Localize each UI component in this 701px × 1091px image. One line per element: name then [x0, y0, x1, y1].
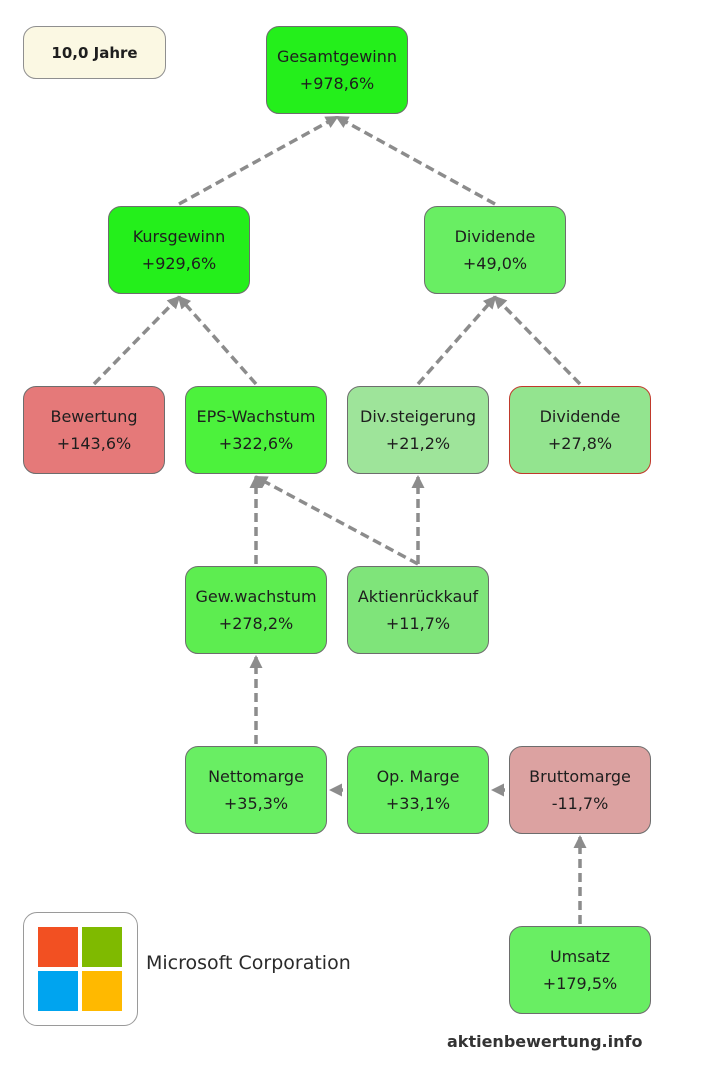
arrow-aktienrueckkauf-to-eps-wachstum — [254, 475, 419, 566]
node-value: +35,3% — [223, 794, 289, 813]
node-kursgewinn: Kursgewinn +929,6% — [108, 206, 250, 294]
node-value: +21,2% — [385, 434, 451, 453]
node-label: Nettomarge — [208, 767, 304, 786]
node-label: Kursgewinn — [132, 227, 226, 246]
node-aktienrueckkauf: Aktienrückkauf +11,7% — [347, 566, 489, 654]
node-dividende-total: Dividende +49,0% — [424, 206, 566, 294]
period-label: 10,0 Jahre — [51, 43, 138, 62]
logo-square-green — [82, 927, 122, 967]
logo-square-blue — [38, 971, 78, 1011]
source-label: aktienbewertung.info — [447, 1032, 643, 1051]
node-label: Div.steigerung — [360, 407, 476, 426]
node-label: Dividende — [454, 227, 536, 246]
node-label: Gesamtgewinn — [276, 47, 398, 66]
node-bruttomarge: Bruttomarge -11,7% — [509, 746, 651, 834]
microsoft-logo-icon — [23, 912, 138, 1026]
node-value: +278,2% — [218, 614, 294, 633]
node-value: +11,7% — [385, 614, 451, 633]
arrow-eps-wachstum-to-kursgewinn — [177, 295, 258, 386]
node-value: +929,6% — [141, 254, 217, 273]
arrow-div-steigerung-to-dividende-total — [416, 295, 497, 386]
node-div-steigerung: Div.steigerung +21,2% — [347, 386, 489, 474]
node-label: Bruttomarge — [529, 767, 631, 786]
node-value: +978,6% — [299, 74, 375, 93]
node-dividende: Dividende +27,8% — [509, 386, 651, 474]
node-value: +49,0% — [462, 254, 528, 273]
node-label: Bewertung — [50, 407, 138, 426]
arrow-bewertung-to-kursgewinn — [92, 295, 181, 386]
node-value: +179,5% — [542, 974, 618, 993]
arrow-dividende-total-to-gesamtgewinn — [335, 115, 496, 206]
logo-square-yellow — [82, 971, 122, 1011]
arrow-dividende-to-dividende-total — [493, 295, 582, 386]
node-label: Aktienrückkauf — [357, 587, 479, 606]
node-gew-wachstum: Gew.wachstum +278,2% — [185, 566, 327, 654]
node-value: +33,1% — [385, 794, 451, 813]
node-value: +27,8% — [547, 434, 613, 453]
node-label: Umsatz — [549, 947, 611, 966]
node-label: Gew.wachstum — [195, 587, 317, 606]
node-value: -11,7% — [551, 794, 609, 813]
node-bewertung: Bewertung +143,6% — [23, 386, 165, 474]
node-nettomarge: Nettomarge +35,3% — [185, 746, 327, 834]
node-label: Dividende — [539, 407, 621, 426]
period-badge: 10,0 Jahre — [23, 26, 166, 79]
node-gesamtgewinn: Gesamtgewinn +978,6% — [266, 26, 408, 114]
company-name: Microsoft Corporation — [146, 952, 351, 974]
node-op-marge: Op. Marge +33,1% — [347, 746, 489, 834]
logo-square-red — [38, 927, 78, 967]
node-label: Op. Marge — [376, 767, 460, 786]
node-eps-wachstum: EPS-Wachstum +322,6% — [185, 386, 327, 474]
node-value: +322,6% — [218, 434, 294, 453]
node-value: +143,6% — [56, 434, 132, 453]
node-umsatz: Umsatz +179,5% — [509, 926, 651, 1014]
arrow-kursgewinn-to-gesamtgewinn — [178, 115, 339, 206]
node-label: EPS-Wachstum — [196, 407, 316, 426]
